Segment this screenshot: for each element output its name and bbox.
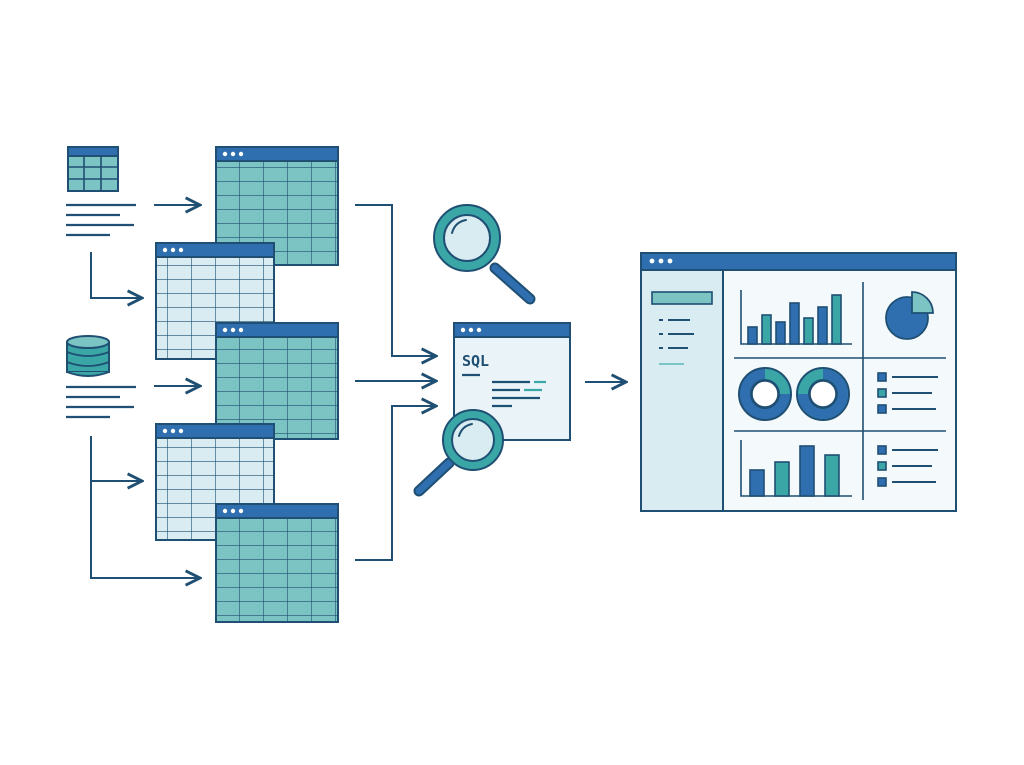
source-connectors bbox=[90, 205, 200, 578]
table-window-5 bbox=[215, 503, 339, 623]
dashboard-bar-chart-top bbox=[740, 290, 852, 345]
dashboard-sidebar bbox=[640, 269, 724, 512]
spreadsheet-caption-lines bbox=[66, 203, 136, 237]
query-connectors bbox=[355, 204, 436, 561]
table-window-3 bbox=[215, 322, 339, 440]
magnifier-icon-bottom bbox=[413, 409, 504, 497]
dashboard-pie-chart bbox=[885, 291, 934, 340]
dashboard-list-2 bbox=[877, 445, 938, 487]
dashboard-grid bbox=[734, 282, 946, 500]
database-icon bbox=[66, 335, 110, 377]
dashboard-bar-chart-bottom bbox=[740, 440, 852, 497]
dashboard-list-1 bbox=[877, 372, 938, 414]
dashboard-donut-chart-1 bbox=[738, 367, 792, 421]
magnifier-icon-top bbox=[433, 204, 536, 305]
spreadsheet-icon bbox=[67, 146, 119, 192]
sql-label: SQL bbox=[462, 352, 489, 370]
dashboard-donut-chart-2 bbox=[796, 367, 850, 421]
table-window-1 bbox=[215, 146, 339, 266]
dashboard-icon bbox=[640, 252, 957, 512]
database-caption-lines bbox=[66, 385, 136, 419]
